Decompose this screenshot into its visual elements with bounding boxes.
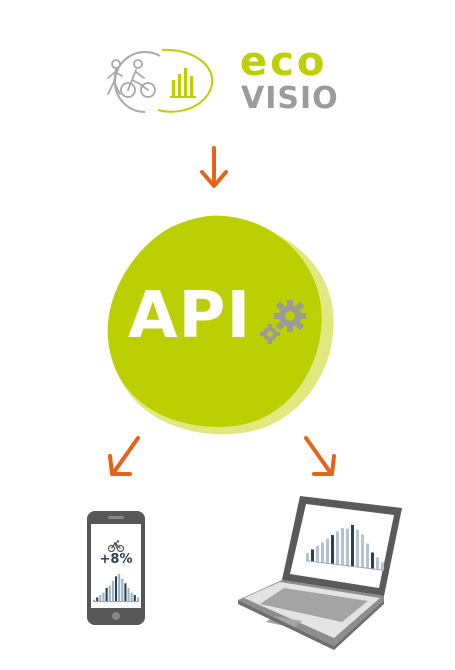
bar (351, 524, 354, 568)
bar (136, 597, 139, 602)
bar (99, 595, 102, 602)
bar (130, 592, 133, 602)
bar (118, 574, 121, 602)
bar (93, 599, 96, 602)
laptop (234, 488, 406, 650)
arrow-down-icon (196, 146, 232, 192)
bar (341, 527, 344, 566)
phone-bar-chart (93, 574, 139, 602)
bar (121, 578, 124, 602)
bar (321, 542, 324, 564)
bar (124, 583, 127, 602)
bicycle-icon (108, 540, 124, 552)
bar (376, 557, 379, 571)
bar (361, 534, 364, 569)
api-label: API (128, 279, 252, 353)
api-blob (100, 212, 340, 442)
laptop-bar-chart (306, 524, 384, 571)
bar (133, 595, 136, 602)
bar (306, 552, 309, 562)
bar (102, 592, 105, 602)
phone-stat: +8% (99, 552, 133, 567)
arrow-down-left-icon (104, 434, 144, 480)
bar (346, 528, 349, 567)
bar (371, 552, 374, 570)
smartphone: +8% (86, 510, 146, 626)
cyclist-pedestrian-counter-icon (107, 48, 214, 113)
baseline (306, 560, 384, 571)
bar (331, 534, 334, 565)
bar (356, 529, 359, 568)
bar (311, 549, 314, 563)
bar (366, 543, 369, 569)
api-blob-shape (107, 215, 322, 427)
gears-icon (256, 296, 312, 348)
brand-logo (100, 44, 220, 118)
bar (96, 597, 99, 602)
bar (108, 585, 111, 602)
bar (114, 576, 118, 602)
bar (326, 538, 329, 565)
bar (316, 545, 319, 563)
brand-word-visio: VISIO (241, 81, 339, 116)
bar (111, 581, 114, 602)
brand-word-eco: eco (240, 39, 328, 85)
bar (381, 562, 384, 571)
baseline (93, 601, 139, 602)
bar (336, 531, 339, 566)
arrow-down-right-icon (300, 434, 342, 480)
bar (127, 588, 130, 602)
bar (105, 588, 108, 602)
